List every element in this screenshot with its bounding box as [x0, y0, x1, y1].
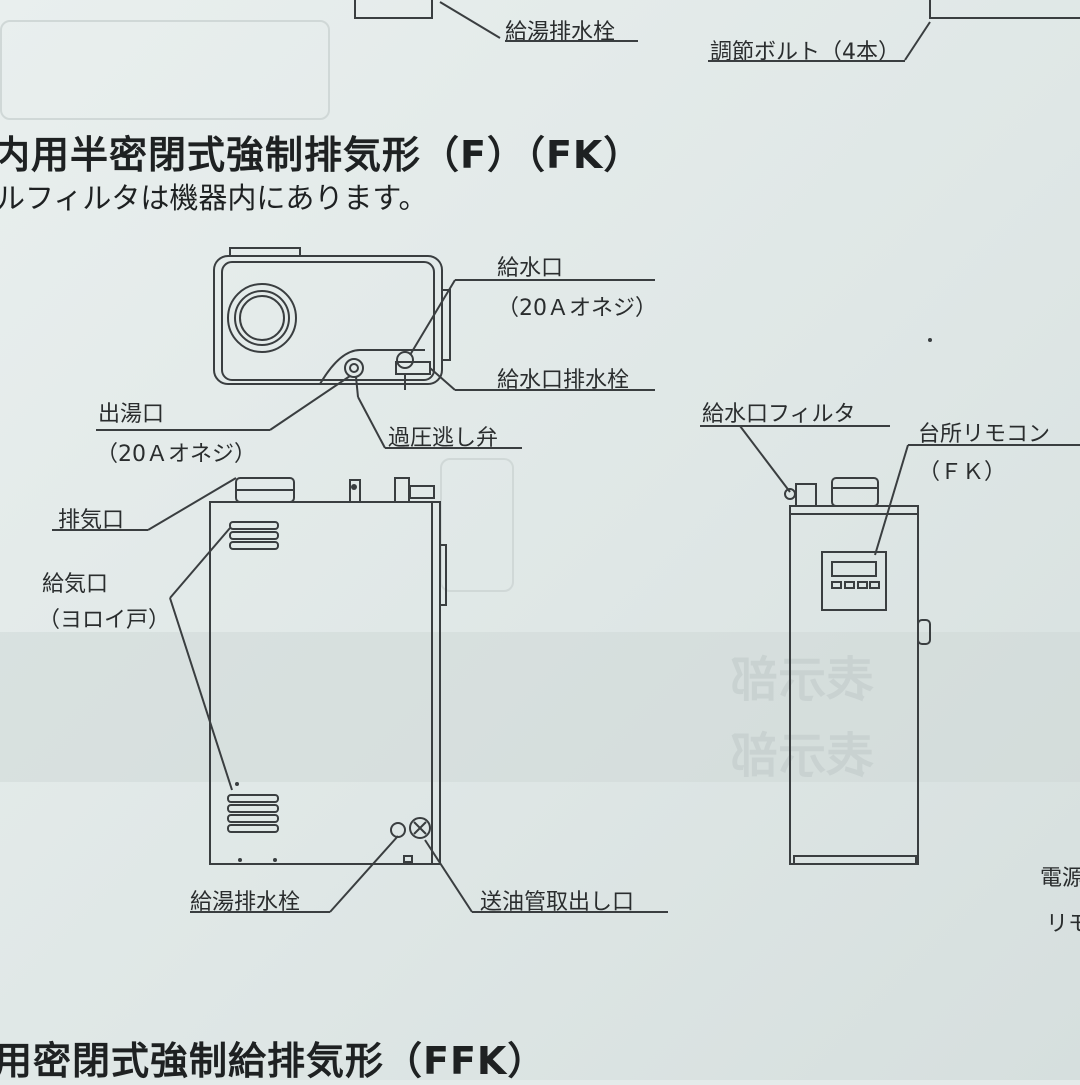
- bolt-leader: [904, 21, 931, 61]
- front-fitting-right: [394, 477, 410, 503]
- hot-drain-cock: [390, 822, 406, 838]
- section-f-subline: ルフィルタは機器内にあります。: [0, 181, 428, 215]
- lower-louver: [227, 794, 279, 833]
- front-view-body: [209, 501, 441, 865]
- side-exhaust-cap: [831, 477, 879, 507]
- water-inlet-label: 給水口: [497, 256, 564, 281]
- inlet-filter-label: 給水口フィルタ: [702, 402, 856, 427]
- hot-outlet-fitting: [344, 358, 364, 378]
- exhaust-flue-circle: [227, 283, 297, 353]
- water-inlet-drain-label: 給水口排水栓: [497, 368, 630, 393]
- power-label: 電源: [1040, 866, 1080, 891]
- section-f-heading: 内用半密閉式強制排気形（F）（FK）: [0, 133, 643, 177]
- front-fitting-left: [349, 479, 361, 503]
- hot-outlet-label: 出湯口: [98, 402, 165, 427]
- oil-pipe-label: 送油管取出し口: [480, 890, 635, 915]
- relief-valve-label: 過圧逃し弁: [388, 426, 499, 451]
- bleed-band: [0, 632, 1080, 782]
- remote-label: リモ: [1046, 912, 1080, 937]
- oil-pipe-port: [409, 817, 431, 839]
- air-intake-type-label: （ヨロイ戸）: [38, 608, 171, 633]
- remote-panel: [821, 551, 887, 611]
- hot-outlet-size-label: （20Ａオネジ）: [96, 442, 256, 467]
- water-inlet-size-label: （20Ａオネジ）: [497, 296, 657, 321]
- hot-drain-label: 給湯排水栓: [190, 890, 301, 915]
- water-inlet-fitting: [396, 351, 414, 369]
- section-ffk-heading: 用密閉式強制給排気形（FFK）: [0, 1039, 547, 1083]
- exhaust-port-label: 排気口: [58, 508, 125, 533]
- top-heater-fragment: [354, 0, 433, 19]
- air-intake-label: 給気口: [42, 572, 109, 597]
- upper-louver: [229, 521, 279, 550]
- side-view-body: [789, 505, 919, 865]
- top-view-body: [213, 255, 443, 385]
- kitchen-remote-label: 台所リモコン: [918, 422, 1051, 447]
- side-filter-fitting: [795, 483, 817, 507]
- bleed-box-left: [0, 20, 330, 120]
- top-right-fragment: [929, 0, 1080, 19]
- kitchen-remote-model-label: （ＦＫ）: [918, 460, 1007, 485]
- top-drain-leader: [439, 1, 501, 39]
